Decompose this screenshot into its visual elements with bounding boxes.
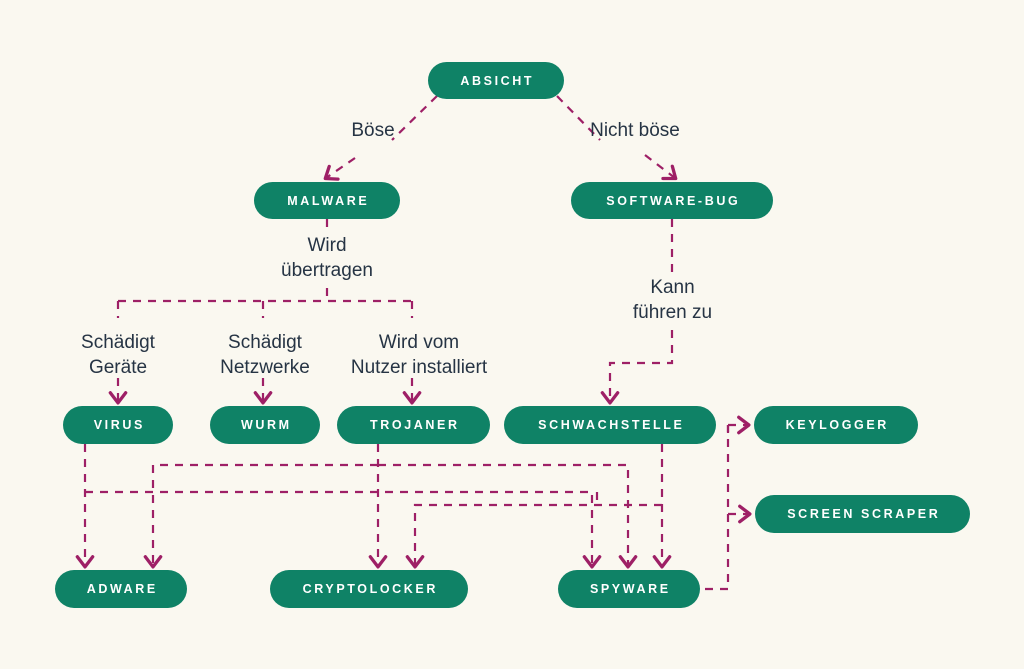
edge-label-wird-vom-nutzer-installiert: Wird vom Nutzer installiert: [350, 332, 488, 378]
node-label: SPYWARE: [589, 582, 671, 596]
node-spyware[interactable]: SPYWARE: [558, 570, 700, 608]
node-keylogger[interactable]: KEYLOGGER: [754, 406, 918, 444]
node-software-bug[interactable]: SOFTWARE-BUG: [571, 182, 773, 219]
node-schwachstelle[interactable]: SCHWACHSTELLE: [504, 406, 716, 444]
edge-absicht-softwarebug-b: [644, 154, 678, 181]
node-label: SOFTWARE-BUG: [606, 193, 741, 208]
edge-absicht-malware-a: [391, 95, 438, 141]
edge-label-schaedigt-netzwerke: Schädigt Netzwerke: [220, 332, 310, 378]
node-adware[interactable]: ADWARE: [55, 570, 187, 608]
node-label: MALWARE: [287, 193, 370, 208]
node-label: VIRUS: [93, 418, 145, 432]
node-screen-scraper[interactable]: SCREEN SCRAPER: [755, 495, 970, 533]
edge-label-nicht-boese: Nicht böse: [590, 120, 680, 141]
edge-bug-stem-b: [600, 330, 674, 405]
node-label: KEYLOGGER: [785, 418, 889, 432]
node-cryptolocker[interactable]: CRYPTOLOCKER: [270, 570, 468, 608]
edge-label-boese: Böse: [351, 120, 395, 141]
node-absicht[interactable]: ABSICHT: [428, 62, 564, 99]
edge-spyware-riser: [705, 425, 730, 591]
edge-virus-spyware: [85, 490, 602, 569]
node-malware[interactable]: MALWARE: [254, 182, 400, 219]
edge-trojaner-adware: [143, 463, 378, 569]
node-label: SCHWACHSTELLE: [538, 418, 685, 432]
node-label: SCREEN SCRAPER: [787, 507, 941, 521]
edge-label-schaedigt-geraete: Schädigt Geräte: [81, 332, 155, 378]
edge-label-wird-uebertragen: Wird übertragen: [281, 235, 373, 281]
edge-label-kann-fuehren-zu: Kann führen zu: [632, 277, 713, 323]
node-label: CRYPTOLOCKER: [302, 582, 438, 596]
edge-schwachstelle-cryptolocker: [405, 503, 662, 569]
node-label: TROJANER: [370, 418, 460, 432]
node-label: WURM: [240, 418, 292, 432]
node-label: ADWARE: [86, 582, 158, 596]
edge-trojaner-spyware: [378, 463, 638, 569]
node-wurm[interactable]: WURM: [210, 406, 320, 444]
node-label: ABSICHT: [460, 73, 535, 88]
node-trojaner[interactable]: TROJANER: [337, 406, 490, 444]
node-virus[interactable]: VIRUS: [63, 406, 173, 444]
edge-absicht-malware-b: [323, 157, 356, 181]
edge-absicht-softwarebug-a: [556, 95, 601, 141]
